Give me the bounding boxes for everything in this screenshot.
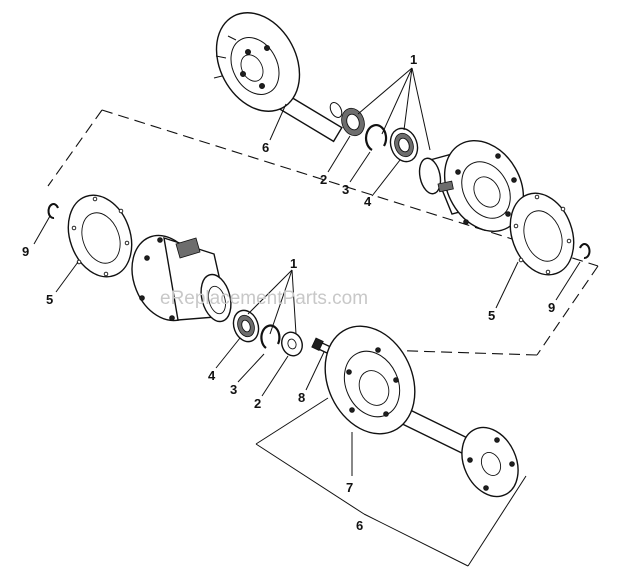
right-gasket [509, 192, 575, 276]
callout-top-seal: 2 [320, 172, 327, 187]
right-axle-housing [418, 140, 525, 232]
callout-top-bearing: 4 [364, 194, 372, 209]
callout-bolt: 8 [298, 390, 305, 405]
bottom-axle-shaft [391, 403, 519, 498]
bottom-bearing [232, 309, 260, 343]
top-bearing [389, 127, 419, 163]
callout-left-clip: 9 [22, 244, 29, 259]
callout-brake-disc: 7 [346, 480, 353, 495]
callout-labels: 1 2 3 4 6 5 9 9 5 1 4 3 2 8 7 6 [22, 52, 555, 533]
callout-bottom-group: 1 [290, 256, 297, 271]
callout-bottom-seal: 2 [254, 396, 261, 411]
left-axle-housing [131, 234, 232, 323]
bottom-oil-seal [281, 331, 303, 357]
callout-top-axle: 6 [262, 140, 269, 155]
brake-disc [324, 325, 416, 435]
callout-bottom-bearing: 4 [208, 368, 216, 383]
callout-bottom-axle: 6 [356, 518, 363, 533]
watermark-text: eReplacementParts.com [160, 288, 368, 309]
leader-lines [33, 67, 581, 567]
left-clip [47, 203, 59, 219]
callout-left-gasket: 5 [46, 292, 53, 307]
top-oil-seal [341, 107, 365, 137]
callout-bottom-ring: 3 [230, 382, 237, 397]
callout-top-group: 1 [410, 52, 417, 67]
bottom-snap-ring [260, 324, 281, 349]
callout-top-ring: 3 [342, 182, 349, 197]
right-clip [579, 243, 591, 259]
top-snap-ring [364, 124, 388, 151]
top-axle-hub [213, 12, 343, 143]
left-gasket [67, 194, 133, 278]
callout-right-gasket: 5 [488, 308, 495, 323]
callout-right-clip: 9 [548, 300, 555, 315]
